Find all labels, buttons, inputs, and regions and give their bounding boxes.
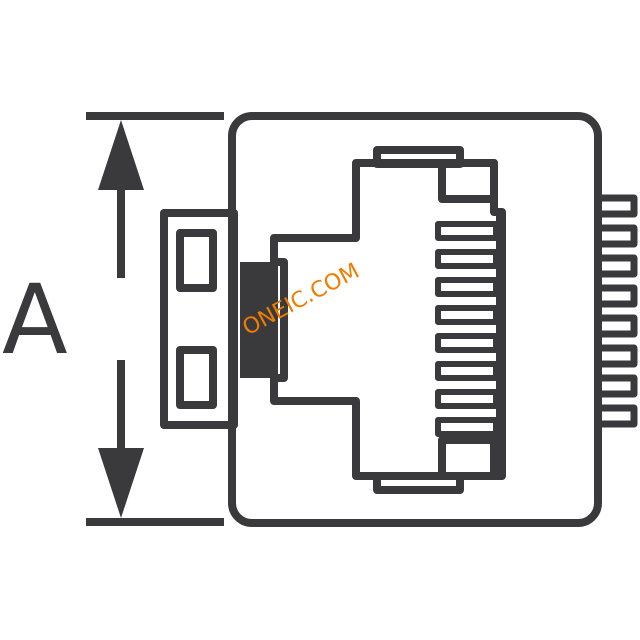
contact-finger [435, 333, 499, 353]
arrow-down-icon [98, 448, 144, 518]
contact-finger [435, 221, 499, 241]
dimension-label: A [2, 264, 68, 376]
side-pins [598, 194, 638, 428]
top-corner-block [438, 159, 498, 203]
side-pin [598, 254, 638, 278]
bottom-flange [373, 472, 464, 494]
contact-fingers [435, 221, 499, 437]
dimension-arrow [98, 120, 144, 518]
contact-finger [435, 277, 499, 297]
side-pin [598, 314, 638, 338]
contact-finger [435, 361, 499, 381]
contact-finger [435, 389, 499, 409]
contact-finger [435, 305, 499, 325]
side-pin [598, 344, 638, 368]
arrow-up-icon [98, 120, 144, 190]
contact-spine [496, 212, 506, 476]
side-pin [598, 404, 638, 428]
latch-tab [160, 209, 238, 429]
side-pin [598, 374, 638, 398]
contact-finger [435, 417, 499, 437]
contact-plate [240, 258, 288, 382]
side-pin [598, 194, 638, 218]
dimension-extension-lines [86, 112, 224, 526]
bottom-corner-block [438, 436, 498, 480]
top-flange [373, 146, 464, 168]
side-pin [598, 224, 638, 248]
side-pin [598, 284, 638, 308]
contact-finger [435, 249, 499, 269]
